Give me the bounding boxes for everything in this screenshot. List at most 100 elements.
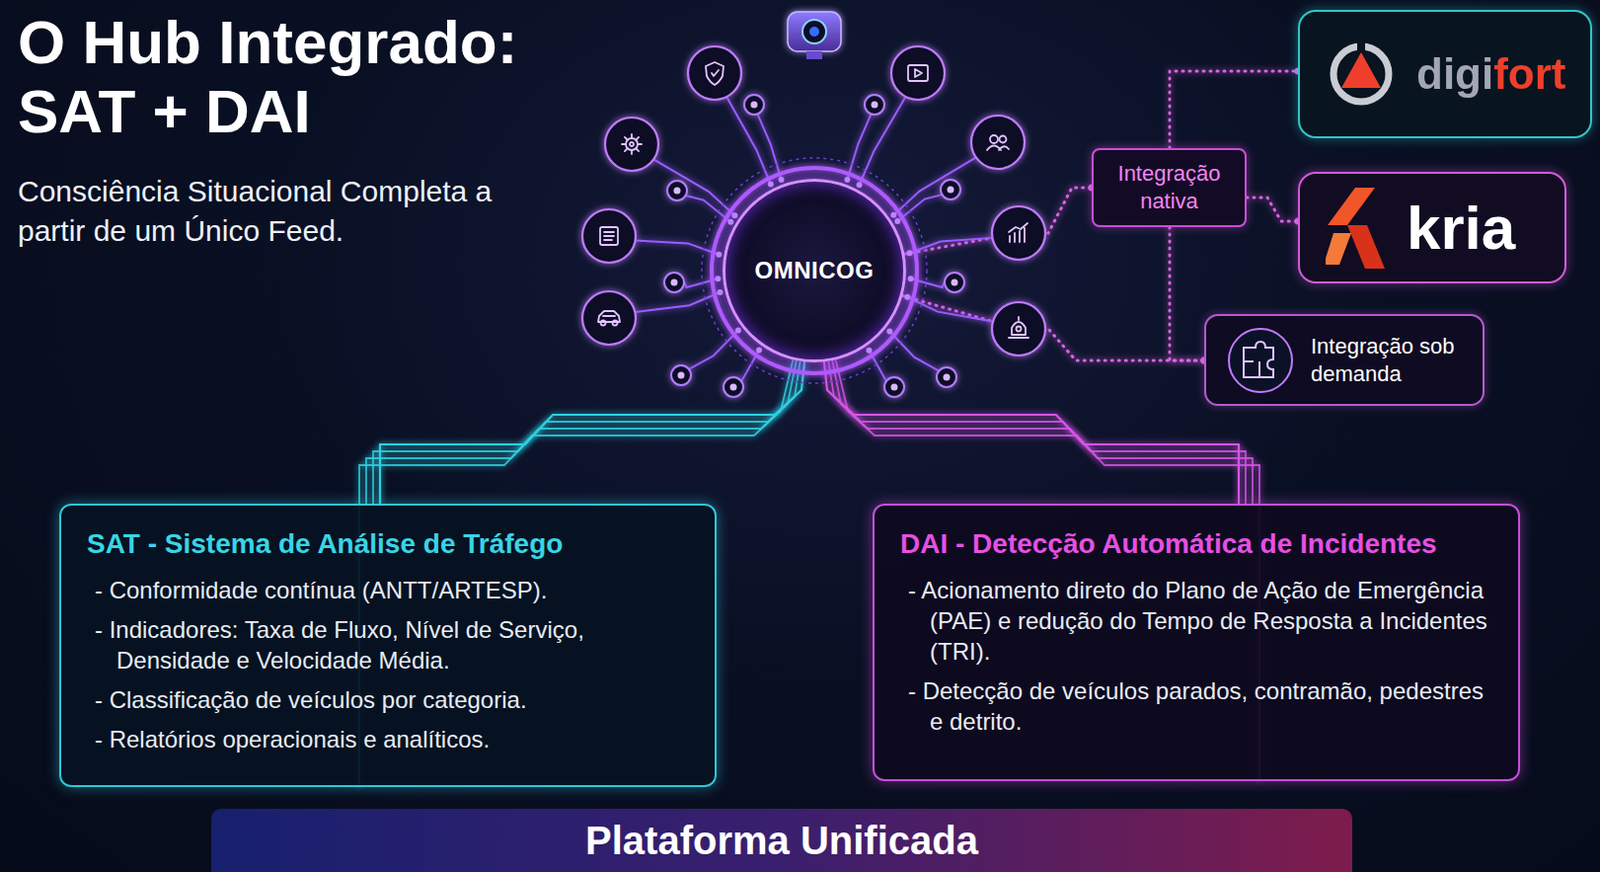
wire-pad xyxy=(727,219,734,226)
wire-pad xyxy=(715,251,722,258)
node-title: OMNICOG xyxy=(755,256,875,285)
glyph-stroke xyxy=(999,136,1007,144)
dot-core xyxy=(871,101,879,109)
wire-pad xyxy=(894,218,901,225)
wire-pad xyxy=(843,176,850,183)
icon-glyph xyxy=(600,227,618,245)
circuit-wire xyxy=(757,113,781,179)
glyph-stroke xyxy=(914,69,922,77)
wire-pad xyxy=(906,249,913,256)
circuit-wire xyxy=(909,237,992,253)
circuit-wire xyxy=(688,330,739,370)
camera-mount xyxy=(806,51,823,60)
wire-strand xyxy=(828,361,1246,504)
node-title: DAI - Detecção Automática de Incidentes xyxy=(900,527,1489,561)
glyph-stroke xyxy=(629,142,634,147)
dot-ring xyxy=(723,377,744,397)
logo-gap xyxy=(1357,40,1366,51)
puzzle-glyph xyxy=(1243,341,1274,378)
glyph-stroke xyxy=(624,148,628,152)
logo-stroke xyxy=(1347,225,1385,269)
connector-group xyxy=(1246,197,1302,226)
logo-ring xyxy=(1333,46,1389,102)
wire-pad xyxy=(890,212,897,219)
node-title: Plataforma Unificada xyxy=(585,816,979,864)
camera-lens xyxy=(802,19,827,44)
icon-ring xyxy=(582,209,636,263)
icon-ring xyxy=(991,206,1046,260)
circuit-wire xyxy=(634,292,720,312)
dot-ring xyxy=(940,179,961,200)
dotted-connector xyxy=(902,295,1205,361)
glyph-stroke xyxy=(1008,223,1028,242)
dot-ring xyxy=(944,272,965,293)
icon-car xyxy=(582,291,636,345)
subtitle: Consciência Situacional Completa a parti… xyxy=(17,171,556,251)
icon-ring xyxy=(687,46,742,100)
icon-chart xyxy=(991,206,1046,260)
wire-strand xyxy=(832,360,1253,504)
wire-strand xyxy=(366,360,797,504)
node-dot xyxy=(664,272,685,293)
dot-ring xyxy=(664,272,685,293)
glyph-stroke xyxy=(600,227,618,245)
icon-people xyxy=(971,115,1025,169)
wire-pad xyxy=(865,347,872,354)
logo-box: digifort xyxy=(1297,9,1593,139)
node-body: - Indicadores: Taxa de Fluxo, Nível de S… xyxy=(94,613,686,676)
dot-core xyxy=(947,186,955,194)
hub-glow-ring xyxy=(711,167,917,374)
module-box: SAT - Sistema de Análise de Tráfego - Con… xyxy=(59,503,717,787)
glyph-stroke xyxy=(987,146,1009,152)
glyph-stroke xyxy=(604,231,614,240)
node-dot xyxy=(936,367,957,387)
logo-stroke xyxy=(1327,187,1375,226)
dot-core xyxy=(678,372,686,380)
icon-glyph xyxy=(987,135,1009,151)
node-dot xyxy=(671,365,691,385)
node-body: - Conformidade contínua (ANTT/ARTESP). xyxy=(94,574,686,606)
icon-ring xyxy=(605,117,659,171)
node-dot xyxy=(864,94,885,115)
glyph-stroke xyxy=(624,137,628,141)
icon-glyph xyxy=(1008,223,1028,242)
circuit-wire xyxy=(907,297,993,322)
icon-glyph xyxy=(598,310,620,326)
dotted-connector xyxy=(1246,197,1298,222)
circuit-wire xyxy=(889,330,939,371)
glyph-stroke xyxy=(1008,316,1029,338)
dot-ring xyxy=(744,94,764,115)
wire-pad xyxy=(778,176,785,183)
camera-stem xyxy=(813,57,817,168)
glyph-stroke xyxy=(1016,326,1022,332)
dot-ring xyxy=(671,365,691,385)
wire-pad xyxy=(856,181,863,188)
dot-ring xyxy=(667,180,687,201)
node-body: - Relatórios operacionais e analíticos. xyxy=(94,723,686,755)
glyph-stroke xyxy=(612,320,618,326)
icon-play xyxy=(891,46,945,100)
connector-group xyxy=(1169,227,1209,365)
node-dot xyxy=(667,180,687,201)
wire-pad xyxy=(756,346,762,353)
node-title: SAT - Sistema de Análise de Tráfego xyxy=(86,527,686,561)
dot-core xyxy=(674,187,682,195)
icon-glyph xyxy=(621,134,642,154)
node-dot xyxy=(944,272,965,293)
glyph-stroke xyxy=(621,143,626,146)
dot-ring xyxy=(884,377,905,397)
icon-list xyxy=(582,209,636,263)
module-box: DAI - Detecção Automática de Incidentes-… xyxy=(872,503,1521,781)
icon-glyph xyxy=(705,62,724,85)
dot-core xyxy=(671,279,679,287)
wire-pad xyxy=(908,275,915,282)
node-dot xyxy=(884,377,905,397)
logo-stroke xyxy=(1325,232,1352,265)
dot-core xyxy=(943,374,951,381)
connector-group xyxy=(902,295,1208,364)
icon-ring xyxy=(1228,328,1293,392)
dotted-connector xyxy=(1169,71,1298,149)
node-title: Integração sob demanda xyxy=(1310,332,1467,388)
puzzle-piece xyxy=(1243,341,1274,378)
